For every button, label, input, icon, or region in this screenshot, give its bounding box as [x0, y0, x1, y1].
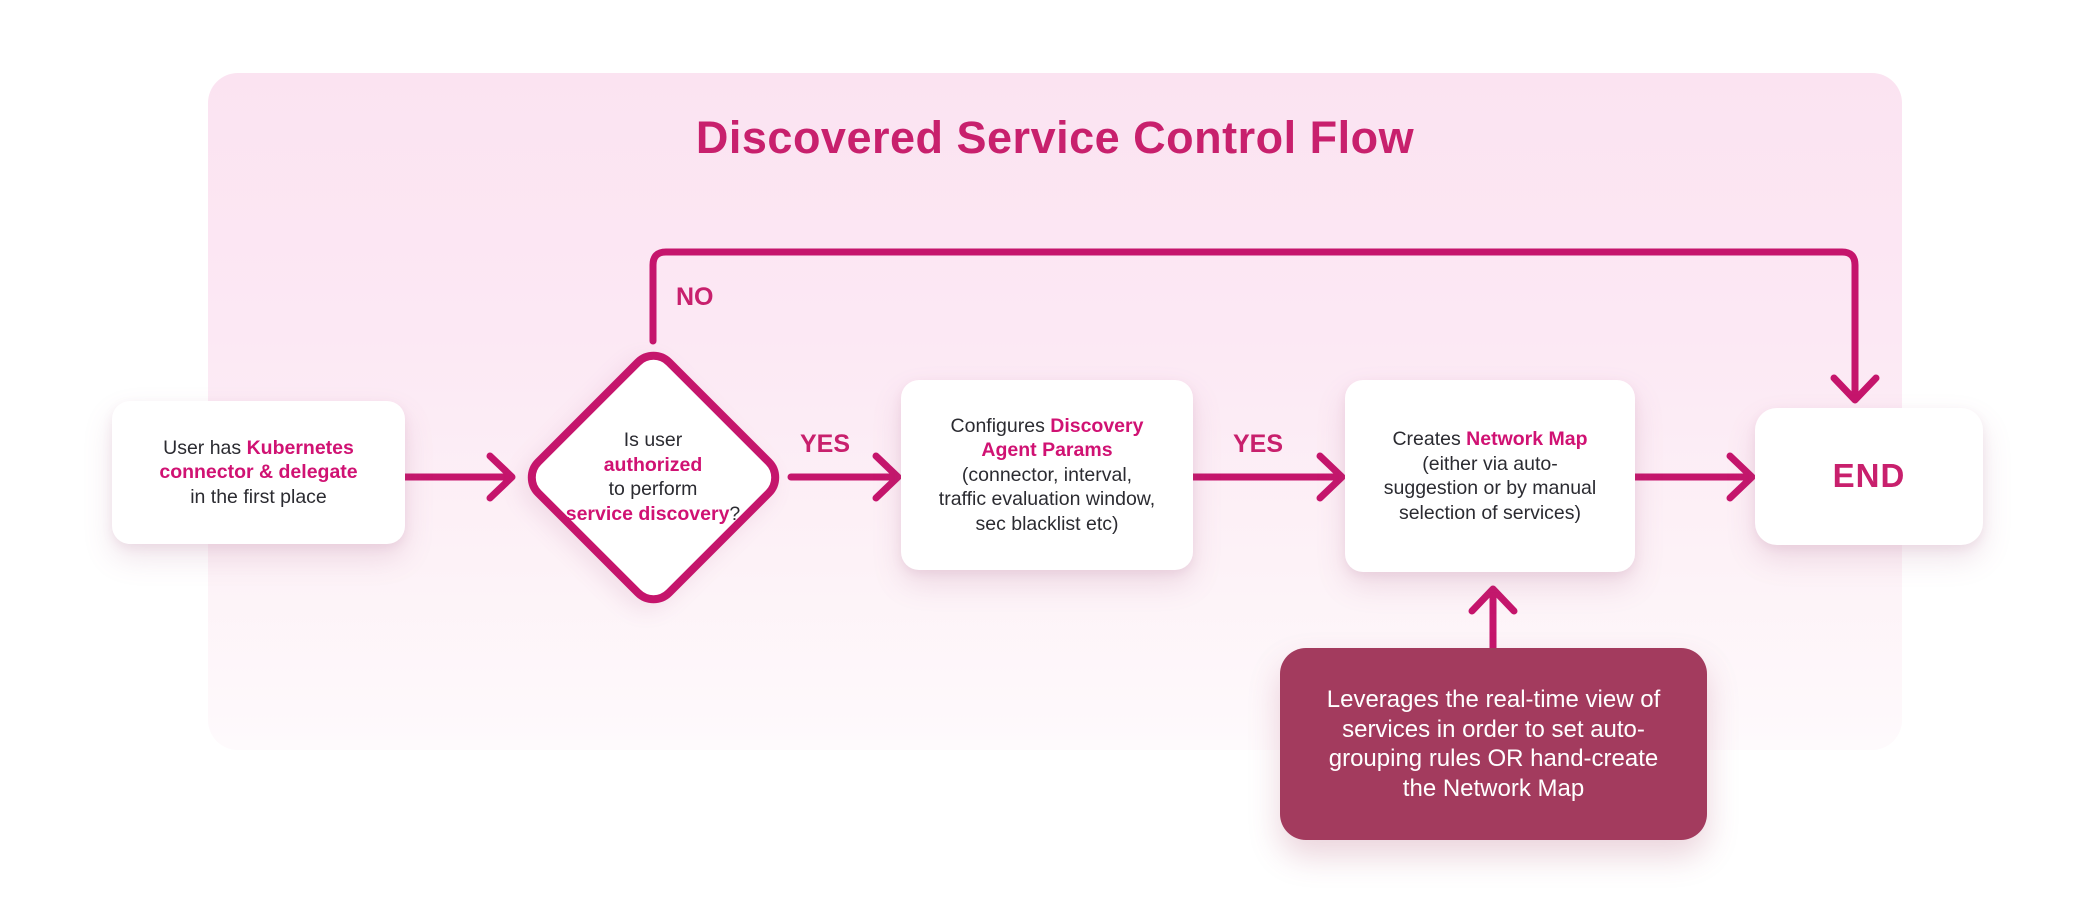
edge-label-no: NO: [676, 283, 714, 311]
note-line1: Leverages the real-time view of: [1326, 686, 1661, 713]
create-line3-plain: suggestion or by manual: [1383, 477, 1597, 499]
configure-text-line-4: traffic evaluation window,: [901, 487, 1193, 512]
create-text-line-2: (either via auto-: [1345, 452, 1635, 477]
create-line1-emphasis: Network Map: [1466, 428, 1588, 450]
diagram-title: Discovered Service Control Flow: [695, 112, 1415, 163]
arrow-decision-to-configure: [787, 452, 902, 502]
create-line1-plain: Creates: [1392, 428, 1467, 450]
decision-line1-plain: Is user: [623, 429, 683, 451]
start-line2-emphasis: connector & delegate: [159, 461, 358, 484]
configure-text-line-2: Agent Params: [901, 438, 1193, 463]
configure-line1-plain: Configures: [950, 414, 1051, 437]
note-text-line-1: Leverages the real-time view of: [1280, 685, 1707, 715]
start-line3-plain: in the first place: [190, 485, 327, 508]
note-text-line-4: the Network Map: [1280, 774, 1707, 804]
edge-label-yes-1: YES: [800, 430, 851, 458]
note-line4: the Network Map: [1402, 774, 1585, 802]
configure-line2-emphasis: Agent Params: [981, 439, 1113, 462]
decision-text-line-3: to perform: [553, 477, 753, 502]
configure-text-line-1: Configures Discovery: [901, 414, 1193, 439]
configure-text-line-3: (connector, interval,: [901, 463, 1193, 488]
create-line4-plain: selection of services): [1398, 501, 1582, 524]
configure-text-line-5: sec blacklist etc): [901, 512, 1193, 537]
arrow-configure-to-create: [1189, 452, 1346, 502]
start-line1-emphasis: Kubernetes: [246, 436, 354, 459]
configure-line4-plain: traffic evaluation window,: [938, 488, 1156, 511]
decision-line2-emphasis: authorized: [603, 453, 703, 476]
arrow-note-to-create: [1468, 585, 1518, 652]
edge-label-yes-2: YES: [1233, 430, 1284, 458]
arrow-create-to-end: [1631, 452, 1756, 502]
configure-line1-emphasis: Discovery: [1050, 414, 1144, 437]
create-line2-plain: (either via auto-: [1422, 452, 1558, 475]
decision-text-line-1: Is user: [553, 428, 753, 453]
decision-text-line-4: service discovery?: [553, 502, 753, 527]
decision-line4-emphasis: service discovery: [565, 502, 730, 525]
arrow-start-to-decision: [401, 452, 516, 502]
decision-line4-suffix: ?: [729, 502, 741, 525]
start-text-line-3: in the first place: [112, 485, 405, 510]
decision-text-line-2: authorized: [553, 453, 753, 478]
node-decision: Is user authorized to perform service di…: [553, 428, 753, 526]
create-text-line-3: suggestion or by manual: [1345, 476, 1635, 501]
create-text-line-1: Creates Network Map: [1345, 427, 1635, 452]
arrow-no-to-end: [649, 248, 1880, 404]
start-line1-plain: User has: [163, 436, 247, 459]
start-text-line-1: User has Kubernetes: [112, 436, 405, 461]
note-text-line-2: services in order to set auto-: [1280, 715, 1707, 745]
create-text-line-4: selection of services): [1345, 501, 1635, 526]
node-end: END: [1755, 408, 1983, 545]
node-create: Creates Network Map (either via auto- su…: [1345, 380, 1635, 572]
end-label: END: [1832, 457, 1906, 495]
configure-line3-plain: (connector, interval,: [961, 463, 1133, 486]
start-text-line-2: connector & delegate: [112, 460, 405, 485]
note-line3: grouping rules OR hand-create: [1328, 745, 1659, 772]
note-line2: services in order to set auto-: [1342, 715, 1645, 743]
note-text-line-3: grouping rules OR hand-create: [1280, 744, 1707, 774]
node-configure: Configures Discovery Agent Params (conne…: [901, 380, 1193, 570]
node-start: User has Kubernetes connector & delegate…: [112, 401, 405, 544]
node-note: Leverages the real-time view of services…: [1280, 648, 1707, 840]
decision-line3-plain: to perform: [608, 478, 698, 500]
configure-line5-plain: sec blacklist etc): [975, 512, 1119, 535]
